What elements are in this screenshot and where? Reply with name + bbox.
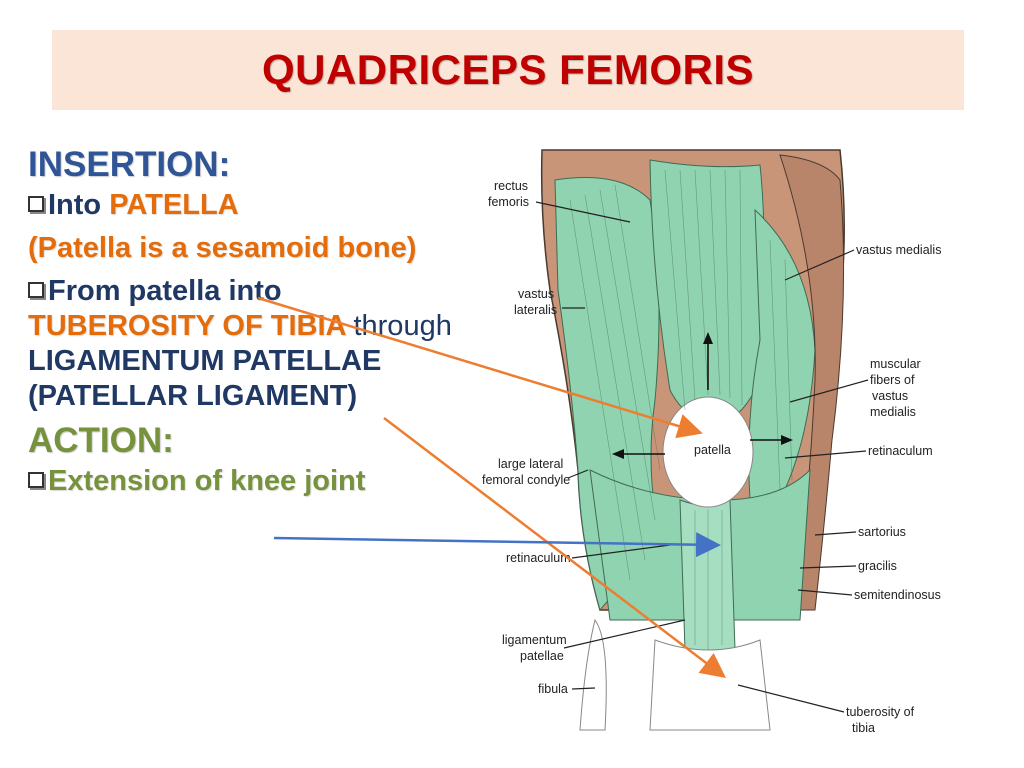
ligamentum-patellae-shape xyxy=(679,499,736,656)
patella-highlight: PATELLA xyxy=(109,189,239,221)
up-arrow-head-icon xyxy=(703,332,713,344)
label-ligamentum-patellae-1: ligamentum xyxy=(502,633,567,647)
label-retinaculum-left: retinaculum xyxy=(506,551,571,565)
text-column: INSERTION: Into PATELLA (Patella is a se… xyxy=(28,142,458,499)
label-tuberosity-2: tibia xyxy=(852,721,875,735)
label-tuberosity-1: tuberosity of xyxy=(846,705,915,719)
insertion-item-tibia: From patella into TUBEROSITY OF TIBIA th… xyxy=(28,274,458,414)
label-rectus-femoris-2: femoris xyxy=(488,195,529,209)
label-vastus-medialis: vastus medialis xyxy=(856,243,941,257)
label-vastus-lateralis-2: lateralis xyxy=(514,303,557,317)
label-patella: patella xyxy=(694,443,731,457)
tibia-bone xyxy=(649,639,771,731)
title-bar: QUADRICEPS FEMORIS xyxy=(52,30,964,110)
label-fibula: fibula xyxy=(538,682,568,696)
checkbox-bullet-icon xyxy=(28,472,44,488)
checkbox-bullet-icon xyxy=(28,282,44,298)
tuberosity-highlight: TUBEROSITY OF TIBIA xyxy=(28,310,346,342)
sesamoid-note: (Patella is a sesamoid bone) xyxy=(28,232,417,264)
label-vastus-lateralis-1: vastus xyxy=(518,287,554,301)
label-lateral-condyle-1: large lateral xyxy=(498,457,563,471)
label-retinaculum-right: retinaculum xyxy=(868,444,933,458)
fibula-bone xyxy=(579,618,607,731)
label-muscular-fibers-4: medialis xyxy=(870,405,916,419)
label-muscular-fibers-1: muscular xyxy=(870,357,921,371)
insertion-item2-middle: through xyxy=(353,310,452,342)
ligamentum-highlight: LIGAMENTUM PATELLAE (PATELLAR LIGAMENT) xyxy=(28,345,382,412)
insertion-item2-prefix: From patella into xyxy=(48,275,282,307)
insertion-heading: INSERTION: xyxy=(28,145,231,184)
action-heading: ACTION: xyxy=(28,421,174,460)
sartorius-muscle xyxy=(779,154,845,611)
insertion-item-patella: Into PATELLA xyxy=(28,188,458,223)
label-ligamentum-patellae-2: patellae xyxy=(520,649,564,663)
right-arrow-head-icon xyxy=(781,435,793,445)
label-lateral-condyle-2: femoral condyle xyxy=(482,473,570,487)
label-gracilis: gracilis xyxy=(858,559,897,573)
label-muscular-fibers-2: fibers of xyxy=(870,373,915,387)
knee-anatomy-figure: rectus femoris vastus lateralis large la… xyxy=(482,149,941,735)
label-sartorius: sartorius xyxy=(858,525,906,539)
slide-title: QUADRICEPS FEMORIS xyxy=(261,46,755,93)
label-rectus-femoris-1: rectus xyxy=(494,179,528,193)
action-item-text: Extension of knee joint xyxy=(48,465,366,497)
label-semitendinosus: semitendinosus xyxy=(854,588,941,602)
checkbox-bullet-icon xyxy=(28,196,44,212)
action-item: Extension of knee joint xyxy=(28,464,458,499)
label-muscular-fibers-3: vastus xyxy=(872,389,908,403)
insertion-item-prefix: Into xyxy=(48,189,110,221)
